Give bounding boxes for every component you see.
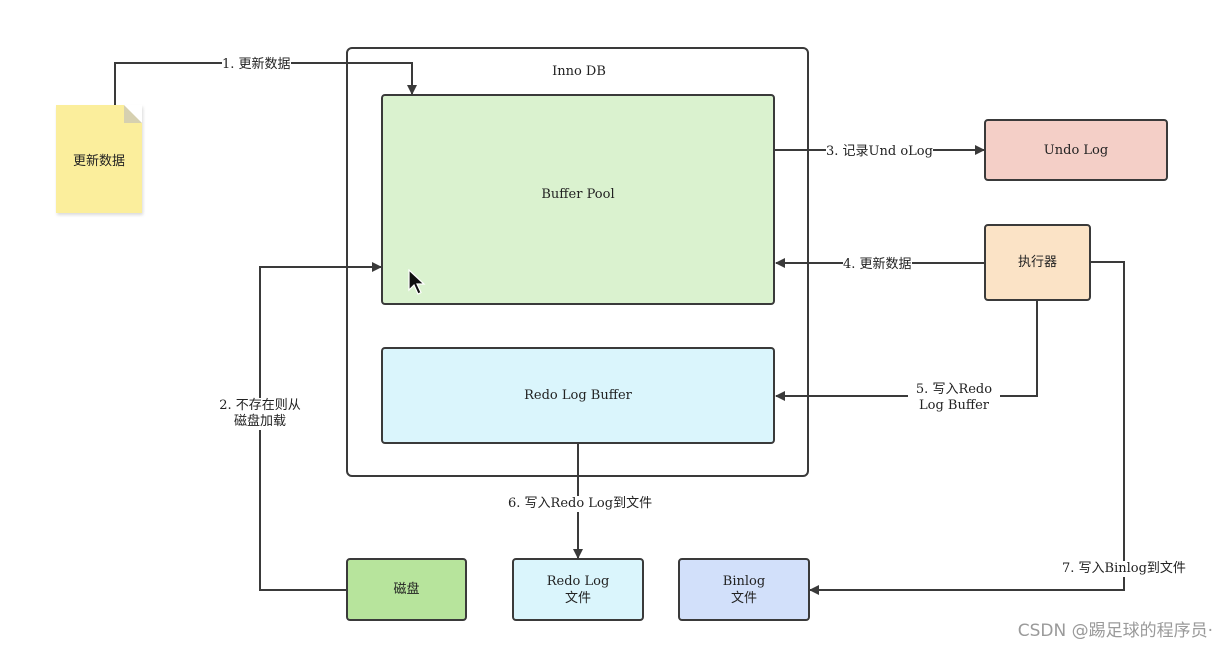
disk-label: 磁盘	[393, 582, 420, 597]
edge-7-label: 7. 写入Binlog到文件	[1062, 561, 1186, 577]
edge-7-write-binlog-file	[809, 261, 1125, 595]
redo-log-buffer-label: Redo Log Buffer	[524, 388, 632, 403]
edge-5-write-redo-log-buffer	[775, 300, 1038, 401]
undo-log-box: Undo Log	[984, 119, 1168, 181]
edge-5-label-line1: 5. 写入Redo	[915, 382, 993, 397]
binlog-file-box: Binlog 文件	[678, 558, 810, 621]
update-data-note: 更新数据	[56, 105, 142, 213]
disk-box: 磁盘	[346, 558, 467, 621]
executor-box: 执行器	[984, 224, 1091, 301]
edge-2-label-line1: 2. 不存在则从	[219, 398, 301, 413]
edge-3-label: 3. 记录Und oLog	[826, 144, 933, 160]
note-label: 更新数据	[72, 153, 125, 169]
executor-label: 执行器	[1017, 255, 1057, 270]
edge-6-label: 6. 写入Redo Log到文件	[508, 496, 653, 512]
redo-log-file-box: Redo Log 文件	[512, 558, 644, 621]
buffer-pool-label: Buffer Pool	[541, 187, 615, 202]
edge-1-label: 1. 更新数据	[222, 57, 291, 73]
csdn-watermark: CSDN @踢足球的程序员·	[1017, 621, 1213, 641]
undo-log-label: Undo Log	[1043, 142, 1109, 158]
redo-log-file-label-line2: 文件	[564, 590, 591, 606]
edge-5-label-line2: Log Buffer	[919, 398, 989, 413]
note-folded-corner	[124, 105, 142, 123]
binlog-file-label-line2: 文件	[730, 590, 757, 606]
edge-2-label: 2. 不存在则从 磁盘加载	[214, 398, 306, 430]
edge-2-label-line2: 磁盘加载	[233, 414, 286, 429]
mouse-cursor-icon	[408, 269, 426, 295]
redo-log-file-label-line1: Redo Log	[546, 573, 610, 589]
edge-4-label: 4. 更新数据	[843, 257, 912, 273]
buffer-pool-box: Buffer Pool	[381, 94, 775, 305]
redo-log-buffer-box: Redo Log Buffer	[381, 347, 775, 444]
edge-5-label: 5. 写入Redo Log Buffer	[908, 382, 1000, 414]
binlog-file-label-line1: Binlog	[722, 573, 766, 589]
innodb-title: Inno DB	[548, 64, 610, 80]
